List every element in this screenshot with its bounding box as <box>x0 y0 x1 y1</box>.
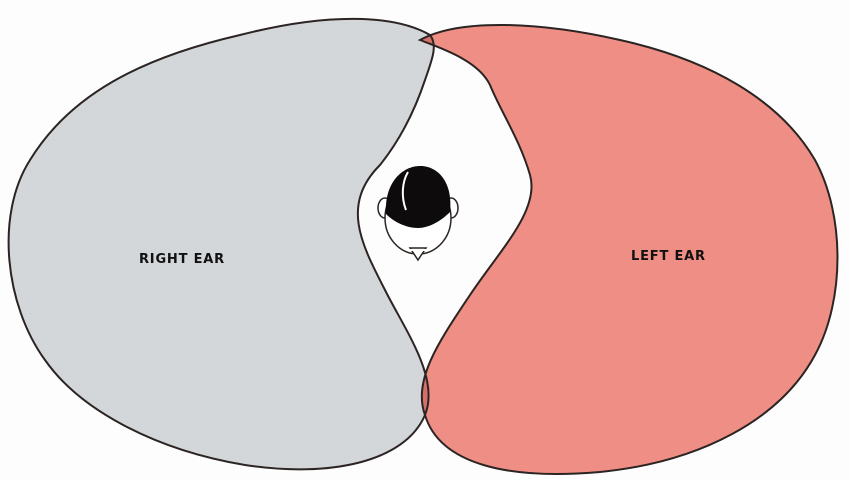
right-ear-label: RIGHT EAR <box>139 252 225 267</box>
right-ear-lobe <box>9 19 434 469</box>
left-ear-label: LEFT EAR <box>631 249 706 264</box>
left-ear-lobe <box>420 25 838 474</box>
head-top-view-icon <box>378 166 458 260</box>
